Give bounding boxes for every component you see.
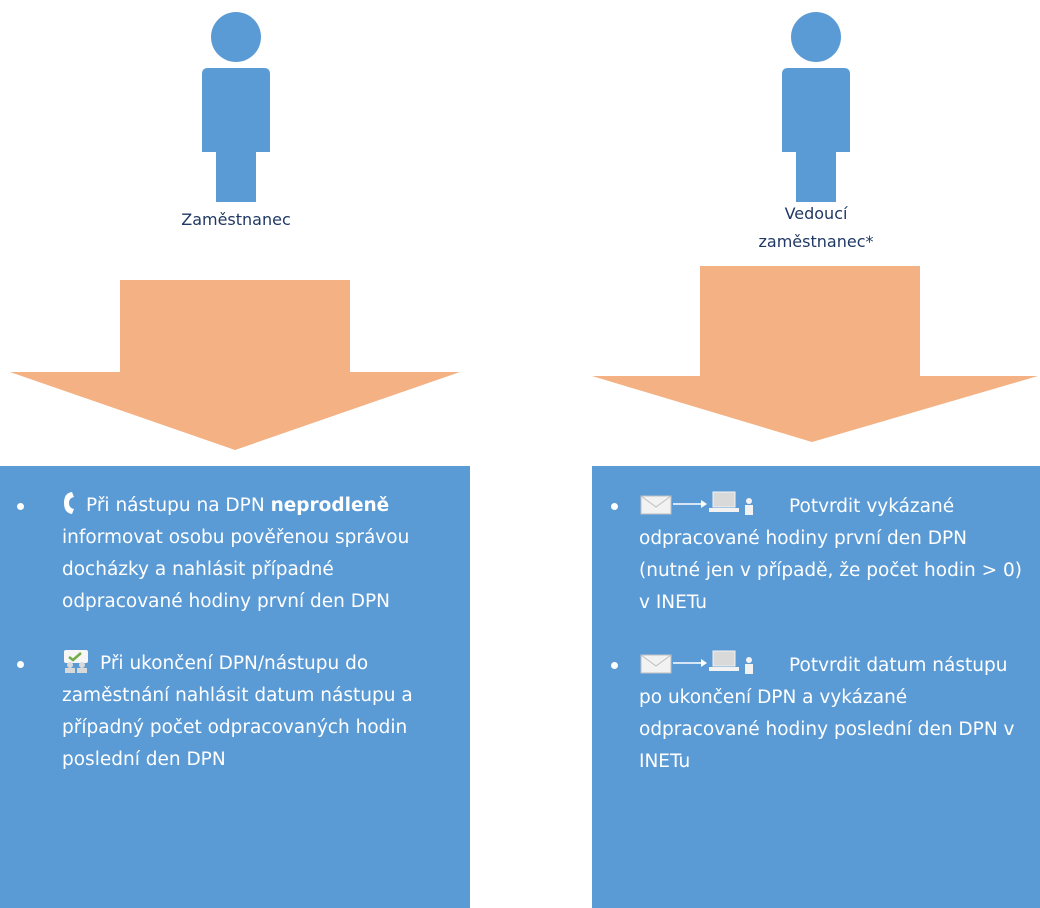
phone-icon — [62, 491, 76, 515]
employee-column: Zaměstnanec Při nástupu na DPN neprodlen… — [0, 12, 470, 908]
employee-down-arrow — [0, 280, 470, 450]
email-to-computer-icon — [639, 490, 769, 516]
emphasis-text: neprodleně — [270, 495, 390, 516]
bullet — [611, 662, 618, 669]
employee-person-icon — [196, 12, 276, 202]
manager-task-item: Potvrdit datum nástupu po ukončení DPN a… — [611, 649, 1030, 778]
manager-task-item: Potvrdit vykázané odpracované hodiny prv… — [611, 490, 1030, 619]
employee-role-label: Zaměstnanec — [181, 210, 291, 229]
employee-task-item: Při ukončení DPN/nástupu do zaměstnání n… — [17, 648, 450, 776]
bullet — [17, 503, 24, 510]
manager-tasks-panel: Potvrdit vykázané odpracované hodiny prv… — [592, 466, 1040, 908]
manager-column: Vedoucí zaměstnanec* — [540, 0, 1040, 908]
manager-down-arrow — [590, 266, 1040, 442]
employee-tasks-panel: Při nástupu na DPN neprodleně informovat… — [0, 466, 470, 908]
manager-person-icon — [776, 12, 856, 202]
bullet — [17, 661, 24, 668]
employee-task-item: Při nástupu na DPN neprodleně informovat… — [17, 490, 450, 618]
meeting-people-icon — [62, 649, 90, 673]
bullet — [611, 503, 618, 510]
email-to-computer-icon — [639, 649, 769, 675]
manager-role-label: Vedoucí zaměstnanec* — [758, 204, 874, 251]
